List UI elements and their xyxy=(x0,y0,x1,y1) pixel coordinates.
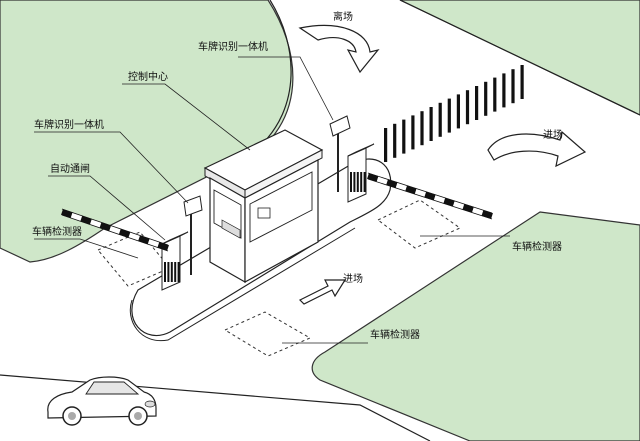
exit-fence xyxy=(384,65,524,162)
fence-post xyxy=(465,90,470,125)
booth-desk xyxy=(221,219,241,239)
fence-post xyxy=(447,98,451,133)
barrier-arm-segment xyxy=(367,173,379,182)
entry-arrow-bottom-icon xyxy=(298,279,347,305)
barrier-arm-segment xyxy=(109,225,121,235)
leader-plate-unit-left xyxy=(34,131,189,204)
barrier-arm-segment xyxy=(128,232,141,242)
barrier-arm-segment xyxy=(405,185,417,195)
detector-zone-right xyxy=(377,199,462,249)
barrier-arm-outline xyxy=(61,208,169,252)
leader-plate-unit-top xyxy=(238,56,334,121)
fence-post xyxy=(520,65,524,99)
label-entry-bottom: 进场 xyxy=(343,272,363,285)
gate-stripes-left xyxy=(164,262,180,282)
fence-post xyxy=(393,123,397,158)
barrier-arm-segment xyxy=(157,241,169,251)
gate-stripe xyxy=(353,172,356,192)
barrier-arm-segment xyxy=(452,200,465,210)
fence-post xyxy=(438,102,442,137)
barrier-arm-segment xyxy=(462,203,474,213)
leader-detector-left xyxy=(34,238,139,259)
road-edge-right xyxy=(399,0,640,116)
booth-window-side xyxy=(249,171,313,243)
label-control-center: 控制中心 xyxy=(128,70,168,83)
gate-stripe xyxy=(167,262,170,282)
fence-post xyxy=(484,81,488,116)
barrier-arm-segment xyxy=(376,176,388,186)
booth-roof-side xyxy=(244,149,323,199)
barrier-arm-segment xyxy=(80,215,92,225)
fence-post xyxy=(502,73,506,108)
barrier-arm-right xyxy=(367,172,493,220)
fence-post xyxy=(511,69,515,104)
entry-arrow-top-icon xyxy=(487,130,587,168)
fence-post xyxy=(475,86,479,120)
plate-recognition-unit-left xyxy=(183,195,203,275)
exit-arrow-icon xyxy=(298,24,380,74)
booth-window-front xyxy=(213,189,242,239)
barrier-arm-segment xyxy=(99,222,112,232)
lawn-bottom-right xyxy=(311,211,640,441)
barrier-arm-segment xyxy=(386,179,398,189)
fence-post xyxy=(456,94,460,129)
fence-post xyxy=(402,119,406,154)
gate-stripe xyxy=(177,262,180,282)
fence-post xyxy=(384,128,388,162)
leader-auto-gate xyxy=(48,175,166,241)
gate-stripe xyxy=(356,172,359,192)
barrier-arm-segment xyxy=(472,206,484,216)
barrier-arm-segment xyxy=(414,188,427,198)
barrier-arm-segment xyxy=(89,218,102,228)
fence-post xyxy=(411,115,415,150)
booth-monitor xyxy=(257,207,271,219)
label-auto-gate: 自动通闸 xyxy=(50,162,90,175)
gate-stripe xyxy=(174,262,177,282)
barrier-arm-segment xyxy=(61,209,73,219)
barrier-gate-right xyxy=(347,143,375,203)
barrier-arm-segment xyxy=(481,210,493,219)
barrier-arm-segment xyxy=(443,197,455,207)
fence-post xyxy=(429,107,433,141)
control-booth xyxy=(203,129,324,284)
gate-stripe xyxy=(360,172,363,192)
gate-stripes-right xyxy=(350,172,366,192)
detector-zone-bottom xyxy=(223,311,312,357)
leader-control-center xyxy=(122,83,251,151)
label-detector-left: 车辆检测器 xyxy=(32,225,82,238)
barrier-arm-segment xyxy=(70,212,83,222)
label-detector-right: 车辆检测器 xyxy=(512,240,562,253)
gate-stripe xyxy=(350,172,352,192)
barrier-arm-segment xyxy=(138,235,150,245)
label-entry-top: 进场 xyxy=(543,128,563,141)
road-edge-upper xyxy=(257,0,292,149)
car-icon xyxy=(47,376,157,426)
barrier-arm-segment xyxy=(395,182,408,192)
barrier-arm-segment xyxy=(147,238,160,248)
gate-stripe xyxy=(170,262,173,282)
label-detector-bottom: 车辆检测器 xyxy=(370,328,420,341)
fence-post xyxy=(493,77,497,112)
label-plate-unit-left: 车牌识别一体机 xyxy=(34,118,104,131)
gate-stripe xyxy=(363,172,366,192)
barrier-arm-segment xyxy=(118,228,131,238)
barrier-arm-left xyxy=(61,208,169,252)
label-exit: 离场 xyxy=(333,10,353,23)
gate-stripe xyxy=(164,262,166,282)
plate-recognition-unit-right xyxy=(329,115,351,192)
fence-post xyxy=(420,111,424,146)
island-curb xyxy=(129,227,356,342)
barrier-arm-segment xyxy=(433,194,446,204)
label-plate-unit-top: 车牌识别一体机 xyxy=(198,40,268,53)
barrier-arm-outline xyxy=(367,172,493,220)
barrier-arm-segment xyxy=(424,191,436,201)
